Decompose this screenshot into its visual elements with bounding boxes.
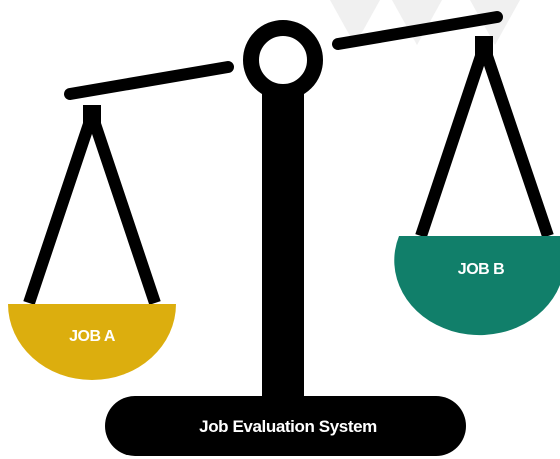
- left-pan-label: JOB A: [69, 328, 116, 345]
- scale-beam-left: [64, 61, 234, 100]
- background-triangle-1: [330, 0, 380, 45]
- base-label: Job Evaluation System: [199, 417, 377, 436]
- right-pan: [394, 236, 560, 336]
- background-triangle-2: [392, 0, 442, 45]
- right-pan-label: JOB B: [458, 261, 504, 278]
- left-pan: [8, 304, 176, 380]
- right-hanger-cap: [475, 36, 493, 56]
- left-hanger: [23, 109, 161, 305]
- right-hanger: [415, 41, 554, 238]
- scale-base: [105, 396, 466, 456]
- scale-beam-right: [332, 11, 503, 50]
- center-post: [262, 92, 304, 404]
- left-hanger-cap: [83, 105, 101, 125]
- pivot-ring: [243, 20, 323, 100]
